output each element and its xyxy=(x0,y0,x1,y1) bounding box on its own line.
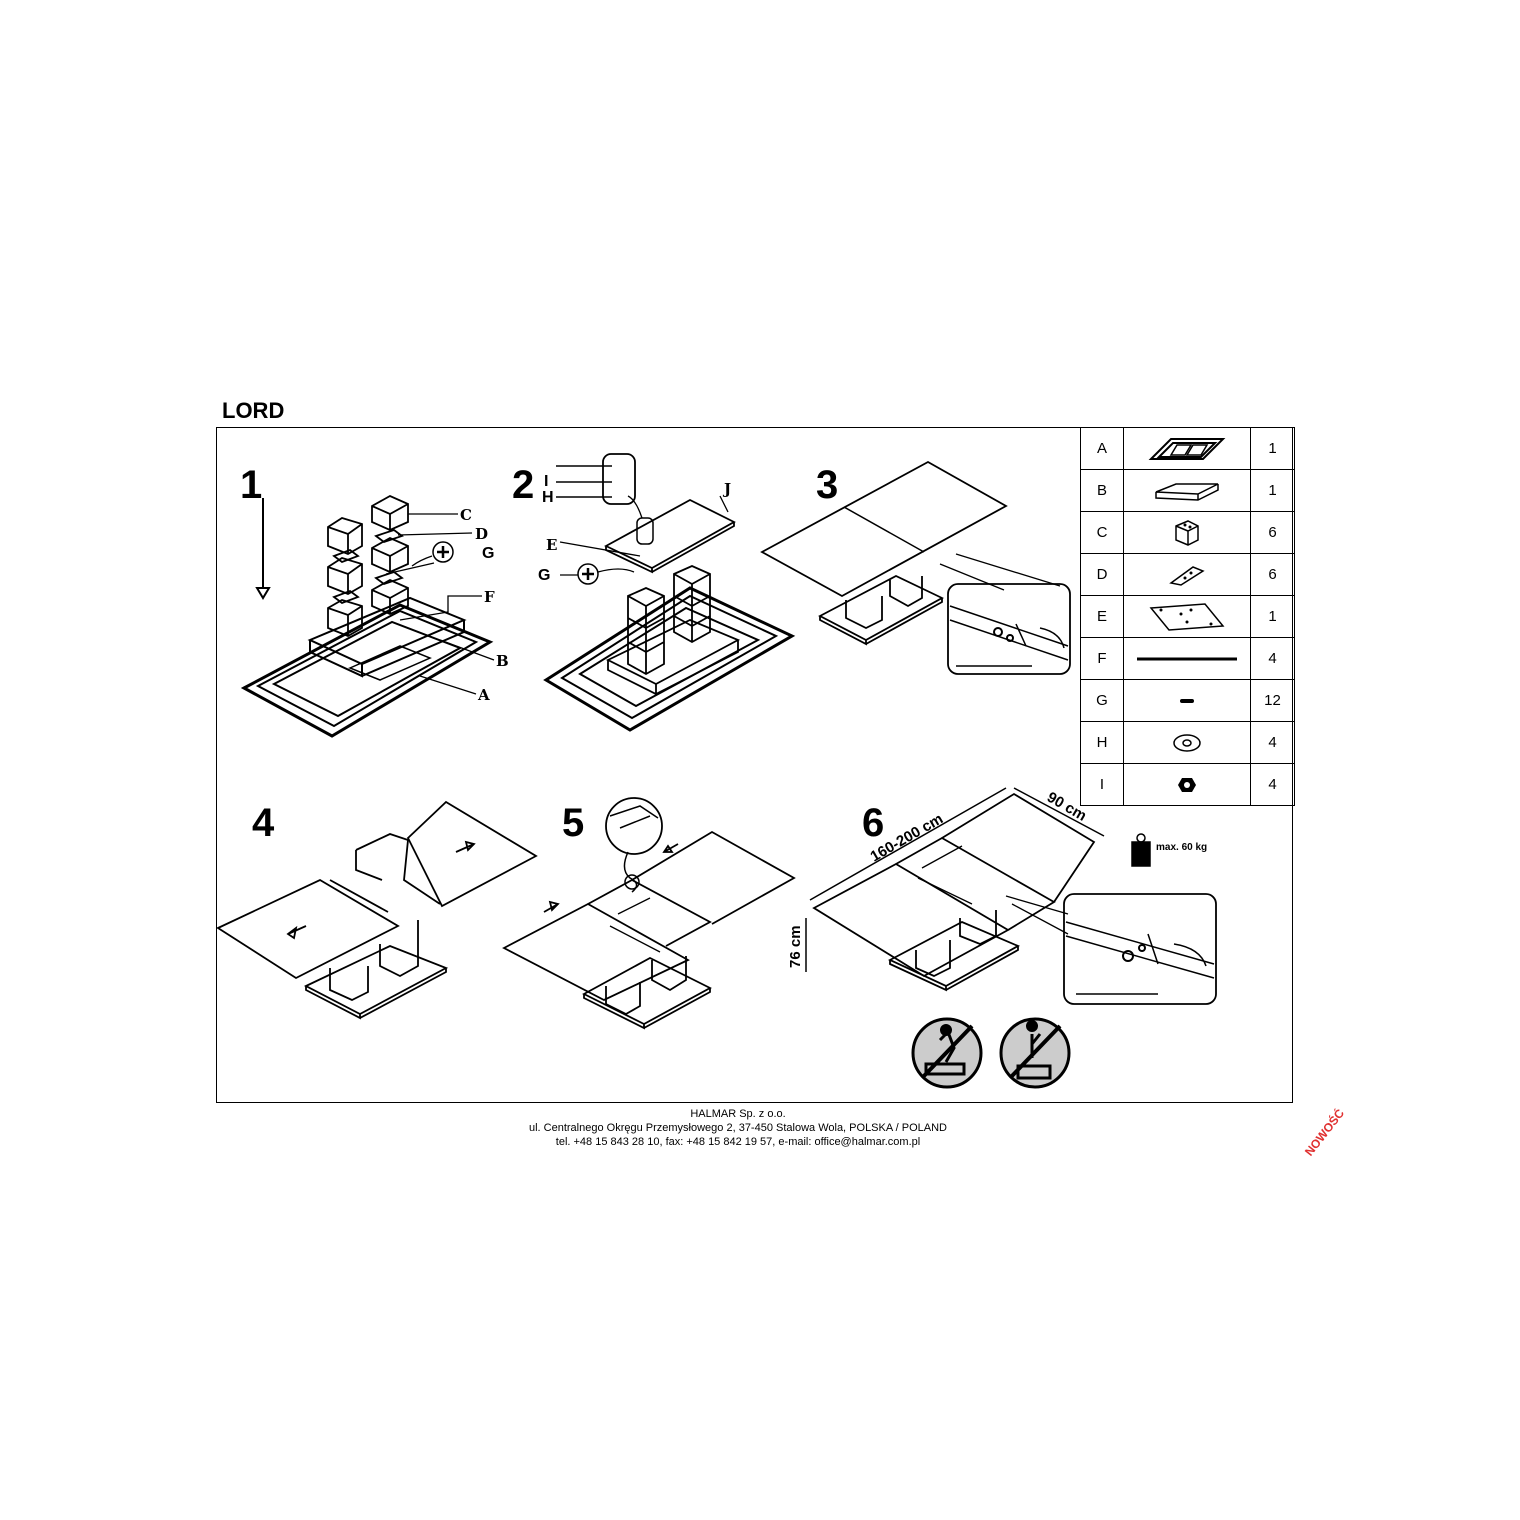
part-letter: B xyxy=(1080,469,1124,512)
part-quantity: 12 xyxy=(1250,679,1295,722)
footer-contact: tel. +48 15 843 28 10, fax: +48 15 842 1… xyxy=(555,1136,921,1148)
label-h: H xyxy=(542,489,554,506)
label-j: J xyxy=(722,480,731,498)
arrow-left-icon xyxy=(286,925,307,940)
part-quantity: 1 xyxy=(1250,595,1295,638)
mounting-plate-icon xyxy=(1123,595,1251,638)
label-g: G xyxy=(482,545,494,562)
part-quantity: 6 xyxy=(1250,511,1295,554)
step-6-illustration xyxy=(805,787,1217,1005)
part-letter: H xyxy=(1080,721,1124,764)
label-g-2: G xyxy=(538,567,550,584)
footer: HALMAR Sp. z o.o. ul. Centralnego Okręgu… xyxy=(0,1107,1476,1149)
step-3-illustration xyxy=(760,460,1071,675)
no-standing-on-table-icon xyxy=(911,1017,983,1089)
corner-bracket-icon xyxy=(1123,553,1251,596)
part-quantity: 1 xyxy=(1250,469,1295,512)
step-2-illustration xyxy=(543,453,796,732)
nut-icon xyxy=(1123,763,1251,806)
part-letter: A xyxy=(1080,427,1124,470)
step-number-1: 1 xyxy=(240,463,262,507)
step-4-illustration xyxy=(216,800,538,1020)
step-number-2: 2 xyxy=(512,463,534,507)
part-letter: E xyxy=(1080,595,1124,638)
rod-icon xyxy=(1123,637,1251,680)
step-number-4: 4 xyxy=(252,801,275,845)
weight-icon xyxy=(1131,833,1151,867)
part-letter: F xyxy=(1080,637,1124,680)
part-letter: G xyxy=(1080,679,1124,722)
part-quantity: 1 xyxy=(1250,427,1295,470)
leg-block-icon xyxy=(1123,511,1251,554)
footer-address: ul. Centralnego Okręgu Przemysłowego 2, … xyxy=(528,1122,947,1134)
part-row: G 12 xyxy=(1080,679,1295,722)
part-quantity: 6 xyxy=(1250,553,1295,596)
step-number-5: 5 xyxy=(562,801,584,845)
base-plate-icon xyxy=(1123,469,1251,512)
part-quantity: 4 xyxy=(1250,637,1295,680)
label-e: E xyxy=(546,536,557,554)
part-quantity: 4 xyxy=(1250,721,1295,764)
page-title: LORD xyxy=(222,398,285,423)
label-i: I xyxy=(544,473,548,490)
part-letter: C xyxy=(1080,511,1124,554)
arrow-right-icon xyxy=(455,840,476,853)
part-letter: I xyxy=(1080,763,1124,806)
height-dimension: 76 cm xyxy=(787,925,804,968)
label-f: F xyxy=(484,588,495,606)
washer-icon xyxy=(1123,721,1251,764)
label-c: C xyxy=(460,506,472,524)
label-a: A xyxy=(477,686,490,704)
step-number-6: 6 xyxy=(862,801,884,845)
max-load-label: max. 60 kg xyxy=(1156,842,1207,853)
part-letter: D xyxy=(1080,553,1124,596)
step-number-3: 3 xyxy=(816,463,838,507)
step-5-illustration xyxy=(502,797,796,1030)
frame-part-icon xyxy=(1123,427,1251,470)
part-quantity: 4 xyxy=(1250,763,1295,806)
label-d: D xyxy=(475,525,488,543)
no-climbing-on-table-icon xyxy=(999,1017,1071,1089)
label-b: B xyxy=(496,652,509,670)
step-1-illustration xyxy=(240,494,495,738)
footer-company: HALMAR Sp. z o.o. xyxy=(690,1108,786,1120)
screw-icon xyxy=(1123,679,1251,722)
down-arrow-icon xyxy=(255,498,271,600)
